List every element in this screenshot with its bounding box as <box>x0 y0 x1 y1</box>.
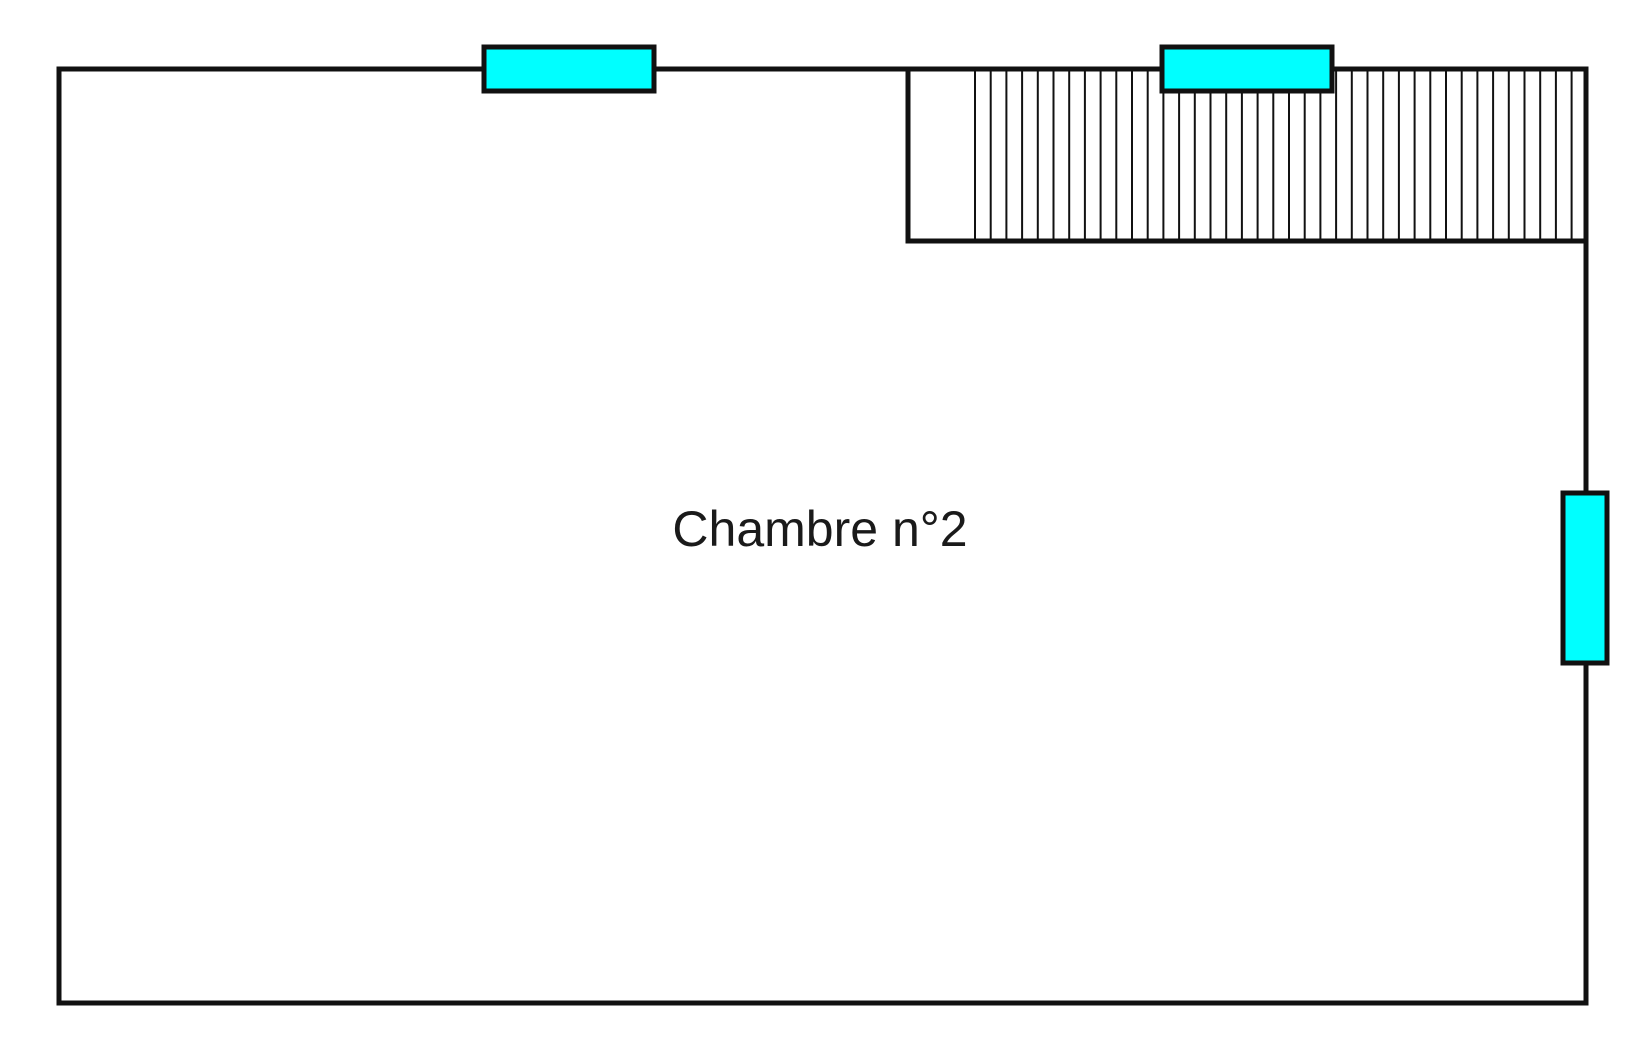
closet-hatching <box>974 71 1573 239</box>
window-top-left <box>481 44 657 94</box>
room-label: Chambre n°2 <box>672 501 967 557</box>
window-right-wall <box>1560 490 1610 666</box>
closet-area <box>905 66 1589 244</box>
window-top-right <box>1159 44 1335 94</box>
closet-outline <box>905 66 1589 244</box>
